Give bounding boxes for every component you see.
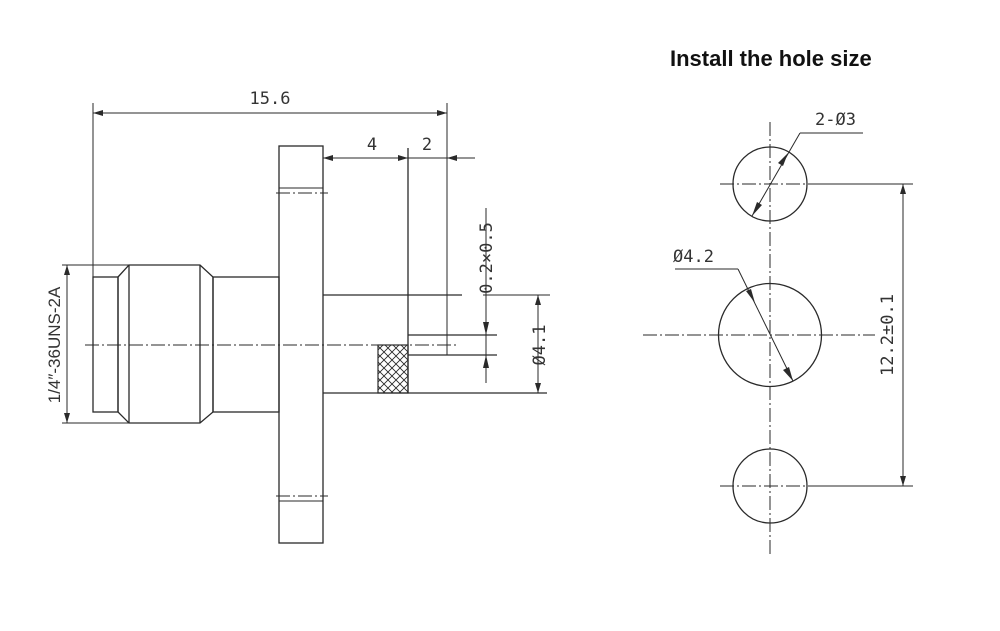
front-body: [323, 148, 547, 394]
dim-label: Ø4.1: [530, 325, 550, 366]
dimension-chamfer: 0.2×0.5: [477, 208, 497, 383]
dim-label: Ø4.2: [673, 247, 714, 267]
connector-side-view: 15.6 4 2 0.2×0.5 Ø4.1 1/4″-36: [45, 89, 550, 544]
flange: [276, 145, 328, 544]
dimension-front: 4 2: [323, 135, 475, 161]
hole-pattern-view: 2-Ø3 Ø4.2 12.2±0.1: [643, 110, 913, 557]
dim-label: 2: [422, 135, 432, 155]
mount-hole-top: [732, 146, 808, 222]
thread-body: [92, 264, 280, 424]
dimension-overall-length: 15.6: [92, 89, 448, 355]
dim-label: 4: [367, 135, 377, 155]
section-title: Install the hole size: [670, 46, 872, 71]
dim-label: 15.6: [250, 89, 291, 109]
dimension-thread: 1/4″-36UNS-2A: [45, 264, 129, 424]
mount-hole-bottom: [732, 448, 808, 524]
dimension-body-diameter: Ø4.1: [483, 294, 550, 393]
center-hole: [717, 282, 823, 388]
dimension-hole-spacing: 12.2±0.1: [878, 184, 906, 486]
insulator-hatch: [377, 344, 409, 394]
dim-label: 1/4″-36UNS-2A: [45, 286, 64, 403]
dim-label: 12.2±0.1: [878, 294, 898, 376]
leader-mount-holes: 2-Ø3: [751, 110, 863, 217]
dim-label: 2-Ø3: [815, 110, 856, 130]
dim-label: 0.2×0.5: [477, 222, 497, 294]
leader-center-hole: Ø4.2: [673, 247, 794, 382]
